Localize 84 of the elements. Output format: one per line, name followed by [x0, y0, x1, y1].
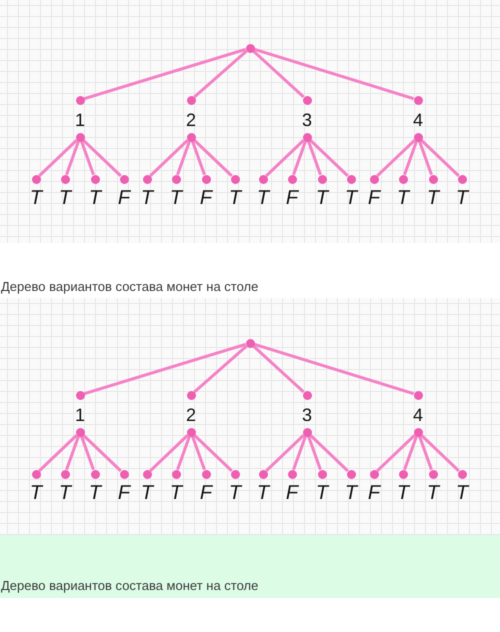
branch-line [309, 139, 349, 177]
coin-side-letter: T [256, 188, 270, 208]
coin-side-letter: F [368, 483, 380, 503]
branch-line [80, 436, 95, 470]
branch-line [254, 48, 414, 100]
branch-number: 4 [413, 406, 423, 424]
branch-number: 4 [413, 111, 423, 129]
branch-number: 1 [75, 406, 85, 424]
caption-text: Дерево вариантов состава монет на столе [1, 578, 258, 594]
coin-side-letter: T [30, 483, 42, 503]
coin-side-letter: F [200, 188, 212, 208]
branch-line [376, 139, 416, 177]
coin-side-letter: T [58, 483, 72, 503]
branch-line [420, 434, 460, 472]
branch-line [65, 436, 80, 470]
branch-line [265, 434, 305, 472]
branch-number: 2 [186, 111, 196, 129]
coin-side-letter: T [228, 483, 242, 503]
coin-side-letter: T [30, 188, 42, 208]
branch-line [292, 140, 307, 176]
branch-line [84, 342, 246, 396]
coin-side-letter: T [256, 483, 270, 503]
branch-line [80, 140, 95, 176]
branch-line [418, 140, 433, 176]
branch-line [193, 139, 233, 177]
coin-side-letter: F [200, 483, 212, 503]
branch-line [252, 344, 305, 394]
branch-line [418, 436, 433, 470]
coin-side-letter: T [88, 188, 102, 208]
branch-line [65, 140, 80, 176]
coin-side-letter: T [396, 188, 410, 208]
branch-line [82, 434, 122, 472]
coin-side-letter: T [396, 483, 410, 503]
branch-line [191, 436, 206, 470]
dot-icon [246, 44, 254, 52]
branch-line [254, 342, 414, 396]
coin-side-letter: T [316, 188, 328, 208]
branch-line [252, 50, 305, 98]
coin-side-letter: T [316, 483, 328, 503]
coin-side-letter: T [140, 483, 154, 503]
branch-line [309, 434, 349, 472]
branch-line [292, 436, 307, 470]
coin-side-letter: F [118, 188, 130, 208]
caption-text: Дерево вариантов состава монет на столе [1, 279, 258, 295]
branch-line [38, 434, 78, 472]
coin-side-letter: T [170, 188, 182, 208]
branch-line [376, 434, 416, 472]
coin-side-letter: T [88, 483, 102, 503]
branch-line [149, 434, 189, 472]
branch-line [403, 436, 418, 470]
branch-line [149, 139, 189, 177]
branch-number: 1 [75, 111, 85, 129]
coin-side-letter: T [426, 483, 440, 503]
dot-icon [246, 338, 254, 348]
branch-line [193, 344, 248, 394]
coin-side-letter: T [170, 483, 182, 503]
branch-line [265, 139, 305, 177]
coin-side-letter: F [286, 483, 298, 503]
branch-line [420, 139, 460, 177]
branch-line [84, 48, 246, 100]
branch-line [193, 50, 248, 98]
coin-side-letter: T [228, 188, 242, 208]
coin-side-letter: T [456, 483, 468, 503]
branch-line [193, 434, 233, 472]
coin-side-letter: T [344, 483, 358, 503]
coin-side-letter: F [118, 483, 130, 503]
coin-side-letter: T [58, 188, 72, 208]
branch-number: 3 [302, 111, 312, 129]
coin-side-letter: F [286, 188, 298, 208]
branch-line [403, 140, 418, 176]
branch-line [38, 139, 78, 177]
coin-side-letter: T [140, 188, 154, 208]
branch-number: 2 [186, 406, 196, 424]
branch-line [307, 436, 322, 470]
branch-line [176, 140, 191, 176]
coin-side-letter: F [368, 188, 380, 208]
coin-side-letter: T [426, 188, 440, 208]
coin-side-letter: T [344, 188, 358, 208]
branch-line [307, 140, 322, 176]
branch-number: 3 [302, 406, 312, 424]
branch-line [191, 140, 206, 176]
coin-side-letter: T [456, 188, 468, 208]
branch-line [82, 139, 122, 177]
branch-line [176, 436, 191, 470]
